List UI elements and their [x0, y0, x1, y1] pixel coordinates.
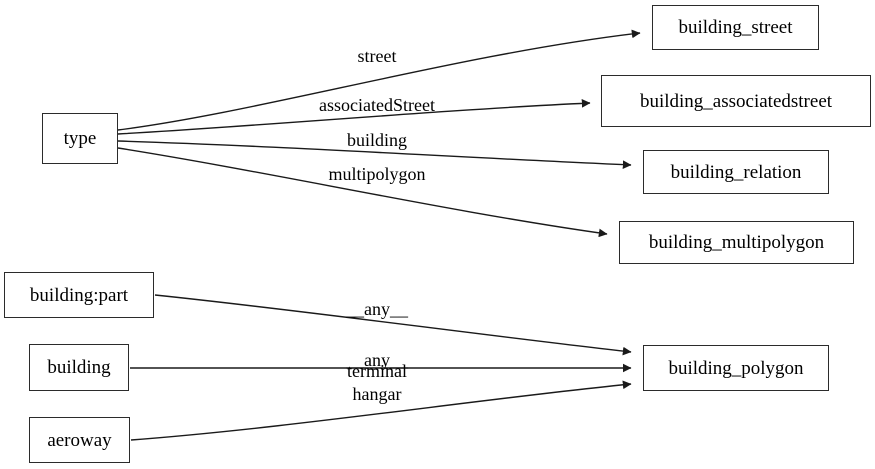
- edge-label-type-building: building: [346, 130, 408, 150]
- node-aeroway[interactable]: aeroway: [29, 417, 130, 463]
- edge-label-building-any: __any__: [346, 350, 408, 370]
- edge-label-aeroway-terminal-hangar: terminal hangar: [347, 360, 407, 406]
- node-building_polygon[interactable]: building_polygon: [643, 345, 829, 391]
- edge-type-multipolygon: [117, 147, 608, 238]
- edge-label-type-multipolygon: multipolygon: [328, 164, 426, 184]
- edge-label-buildingpart-any: __any__: [346, 299, 408, 319]
- node-building_relation[interactable]: building_relation: [643, 150, 829, 194]
- node-type[interactable]: type: [42, 113, 118, 164]
- edge-label-type-associatedstreet: associatedStreet: [319, 95, 435, 115]
- node-building_multipolygon[interactable]: building_multipolygon: [619, 221, 854, 264]
- edge-label-line-1: terminal: [347, 360, 407, 381]
- edge-label-line-2: hangar: [352, 384, 402, 404]
- node-building_associatedstreet[interactable]: building_associatedstreet: [601, 75, 871, 127]
- node-building_street[interactable]: building_street: [652, 5, 819, 50]
- edge-label-type-street: street: [357, 46, 397, 66]
- node-building_part[interactable]: building:part: [4, 272, 154, 318]
- node-building[interactable]: building: [29, 344, 129, 391]
